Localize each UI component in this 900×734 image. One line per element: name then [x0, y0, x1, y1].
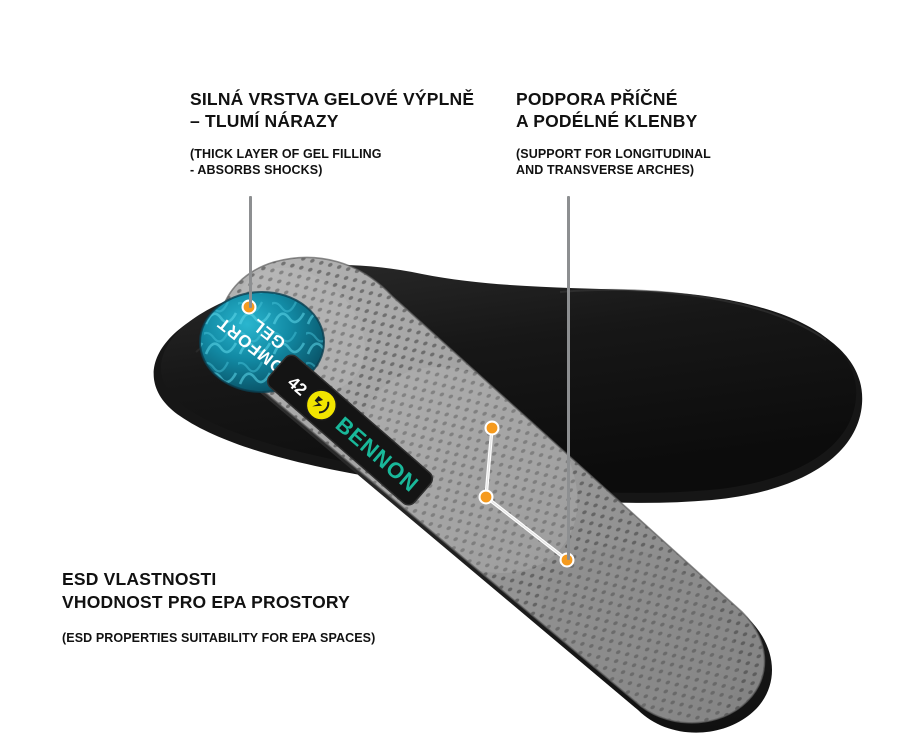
callout-arch-title-en: (SUPPORT FOR LONGITUDINAL AND TRANSVERSE…: [516, 147, 711, 177]
brand-strip: 42 BENNON: [266, 354, 434, 506]
gel-label-line1: COMFORT: [214, 313, 299, 385]
callout-gel-title-cs: SILNÁ VRSTVA GELOVÉ VÝPLNĚ – TLUMÍ NÁRAZ…: [190, 89, 475, 131]
callout-gel: SILNÁ VRSTVA GELOVÉ VÝPLNĚ – TLUMÍ NÁRAZ…: [190, 88, 474, 178]
gray-insole: [218, 256, 772, 733]
callout-esd: ESD VLASTNOSTI VHODNOST PRO EPA PROSTORY…: [62, 568, 375, 646]
comfort-gel-pad: COMFORT GEL: [199, 291, 325, 393]
arch-marker-lines: [484, 426, 569, 562]
callout-arch: PODPORA PŘÍČNÉ A PODÉLNÉ KLENBY (SUPPORT…: [516, 88, 711, 178]
arch-marker-mid-ring: [478, 489, 494, 505]
callout-arch-title-cs: PODPORA PŘÍČNÉ A PODÉLNÉ KLENBY: [516, 89, 698, 131]
leader-line-gel: [249, 196, 252, 308]
esd-badge-icon: [305, 389, 338, 421]
arch-marker-top-ring: [484, 420, 500, 436]
brand-label: BENNON: [331, 412, 424, 497]
callout-esd-title-cs: ESD VLASTNOSTI VHODNOST PRO EPA PROSTORY: [62, 569, 350, 612]
leader-line-arch: [567, 196, 570, 560]
black-insole: [153, 265, 863, 503]
arch-marker-mid: [480, 491, 492, 503]
insole-size-label: 42: [284, 373, 311, 400]
gel-label-line2: GEL: [248, 315, 290, 353]
callout-esd-title-en: (ESD PROPERTIES SUITABILITY FOR EPA SPAC…: [62, 631, 376, 645]
arch-marker-top: [486, 422, 498, 434]
callout-markers: [241, 299, 575, 568]
callout-gel-title-en: (THICK LAYER OF GEL FILLING - ABSORBS SH…: [190, 147, 382, 177]
